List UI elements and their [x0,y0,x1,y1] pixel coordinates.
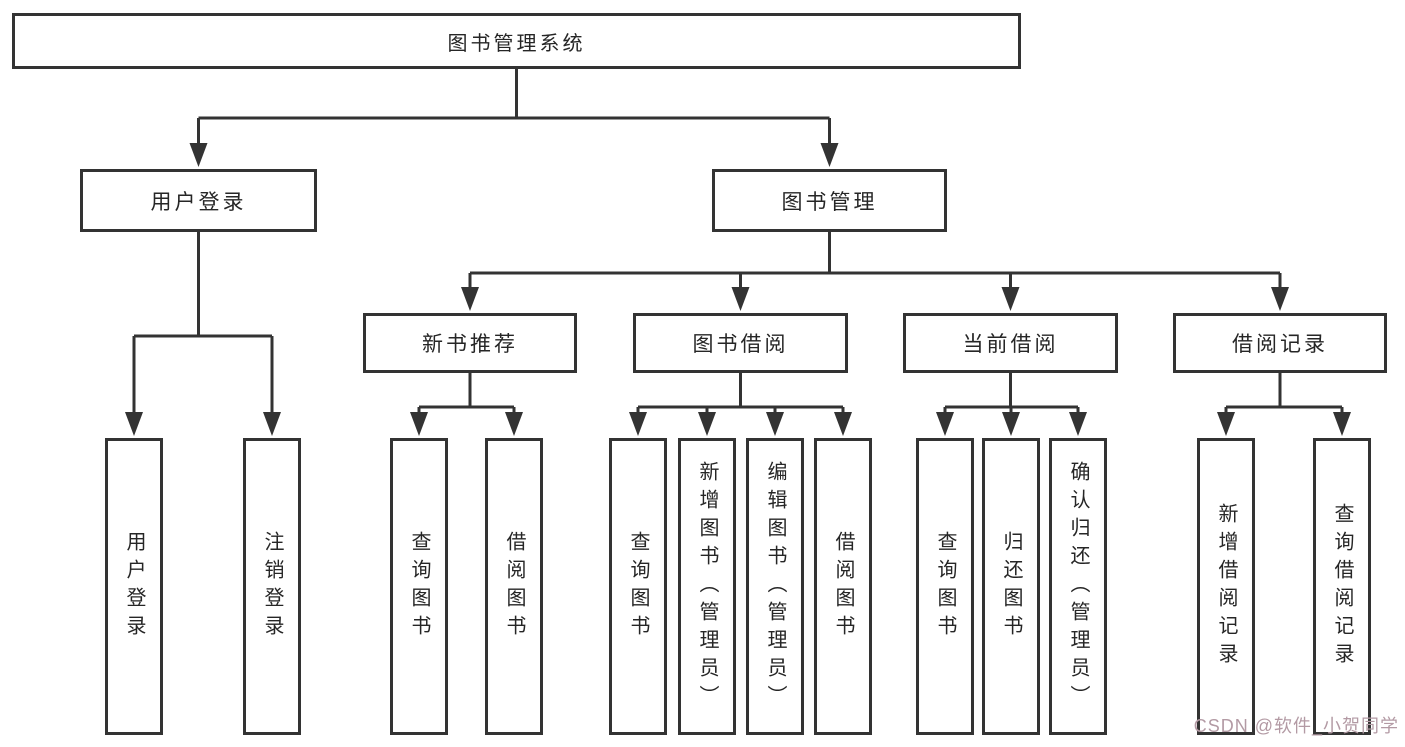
node-label: 用户登录 [123,530,145,643]
node-book-management: 图书管理 [712,169,947,232]
node-book-borrowing: 图书借阅 [633,313,848,373]
node-current-borrowing: 当前借阅 [903,313,1118,373]
leaf-confirm-return-admin: 确认归还（管理员） [1049,438,1107,735]
node-label: 查询图书 [627,530,649,643]
node-new-book-recommend: 新书推荐 [363,313,577,373]
leaf-query-books-2: 查询图书 [609,438,667,735]
connector-lines [132,69,1344,414]
node-label: 注销登录 [261,530,283,643]
node-label: 新增借阅记录 [1215,502,1237,671]
watermark: CSDN @软件_小贺同学 [1193,716,1399,736]
leaf-query-books-3: 查询图书 [916,438,974,735]
node-label: 图书管理 [781,190,878,214]
node-label: 查询图书 [408,530,430,643]
node-label: 归还图书 [1000,530,1022,643]
node-label: 用户登录 [150,190,247,214]
leaf-borrow-books-1: 借阅图书 [485,438,543,735]
node-label: 当前借阅 [962,333,1059,356]
node-label: 借阅图书 [503,530,525,643]
node-root-system: 图书管理系统 [12,13,1021,69]
connector-arrowheads [125,143,1351,436]
node-user-login: 用户登录 [80,169,317,232]
leaf-add-books-admin: 新增图书（管理员） [678,438,736,735]
node-label: 图书管理系统 [447,32,586,55]
node-label: 新书推荐 [422,333,518,356]
node-label: 查询借阅记录 [1331,502,1353,671]
node-label: 编辑图书（管理员） [764,460,786,713]
leaf-return-books: 归还图书 [982,438,1040,735]
node-label: 借阅记录 [1232,333,1328,356]
leaf-borrow-books-2: 借阅图书 [814,438,872,735]
node-label: 图书借阅 [692,333,789,356]
node-label: 查询图书 [934,530,956,643]
leaf-add-borrow-record: 新增借阅记录 [1197,438,1255,735]
leaf-query-books-1: 查询图书 [390,438,448,735]
leaf-edit-books-admin: 编辑图书（管理员） [746,438,804,735]
node-label: 借阅图书 [832,530,854,643]
node-label: 新增图书（管理员） [696,460,718,713]
leaf-user-login: 用户登录 [105,438,163,735]
leaf-query-borrow-record: 查询借阅记录 [1313,438,1371,735]
node-borrowing-records: 借阅记录 [1173,313,1387,373]
leaf-logout-login: 注销登录 [243,438,301,735]
node-label: 确认归还（管理员） [1067,460,1089,713]
